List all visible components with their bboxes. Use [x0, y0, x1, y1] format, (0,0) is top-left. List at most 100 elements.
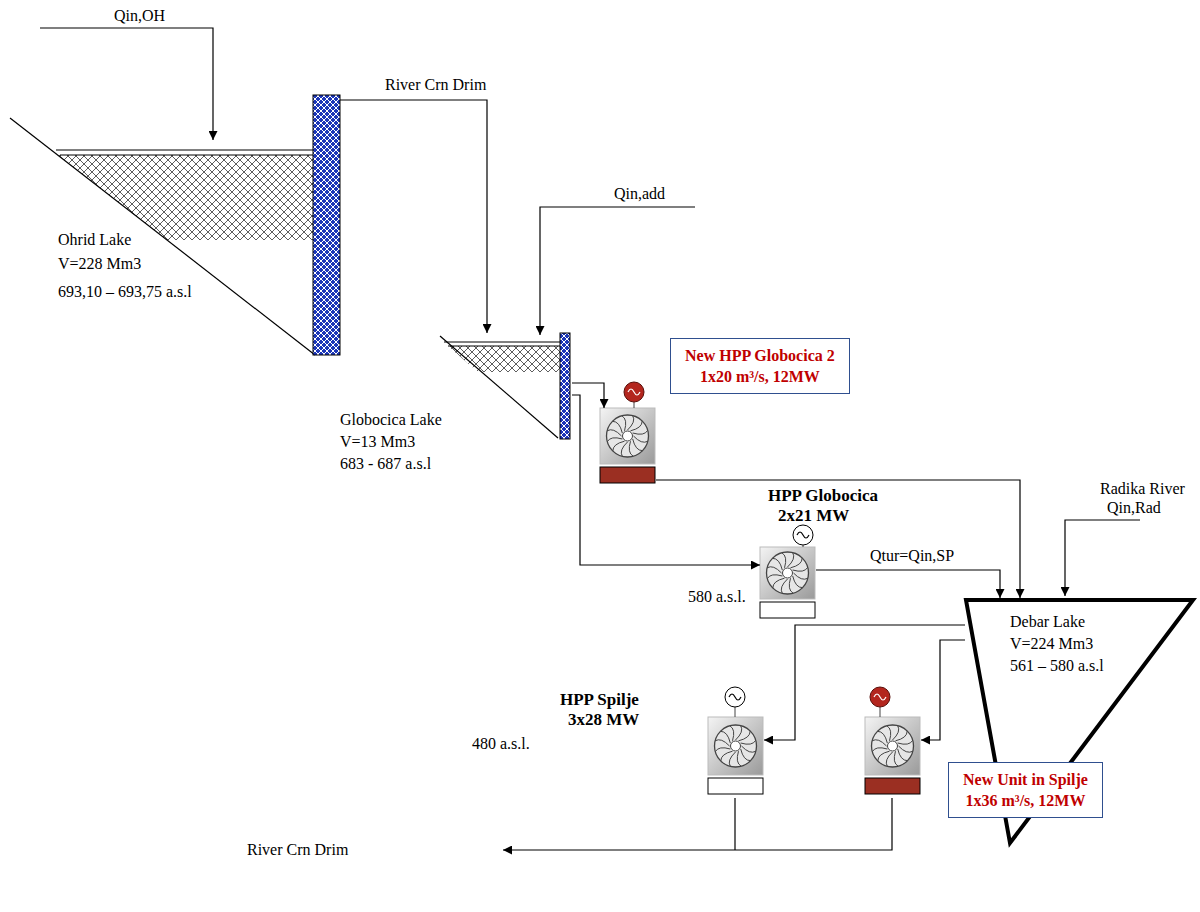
runner-blade	[741, 740, 756, 744]
turbine-base	[865, 778, 920, 794]
runner-blade	[730, 726, 734, 741]
outflow-line	[734, 798, 735, 850]
runner-blade	[894, 751, 898, 766]
reservoir-label: Globocica Lake	[340, 410, 442, 430]
generator-symbol	[870, 687, 890, 707]
runner-blade	[767, 575, 782, 579]
dam	[560, 333, 570, 439]
unit-label: New Unit in Spilje	[963, 769, 1088, 790]
flow-connector	[921, 640, 965, 740]
runner-blade	[772, 558, 782, 570]
flow-connector	[764, 625, 965, 740]
turbine-housing	[865, 717, 920, 775]
runner-blade	[715, 748, 730, 752]
runner-blade	[622, 416, 626, 431]
runner-blade	[633, 430, 648, 434]
turbine-symbol	[760, 525, 815, 618]
flow-label: Qin,add	[612, 185, 667, 203]
runner-hub	[731, 741, 741, 751]
runner-blade	[887, 726, 891, 741]
inflow-arrow	[540, 207, 695, 335]
unit-label: HPP Globocica	[768, 486, 878, 506]
runner-blade	[729, 752, 735, 766]
water-line	[448, 346, 560, 347]
runner-blade	[791, 558, 803, 568]
unit-label: 2x21 MW	[778, 506, 849, 526]
generator-wave	[729, 694, 741, 700]
reservoir-label: V=13 Mm3	[340, 432, 415, 452]
dam	[313, 95, 340, 355]
reservoir: Globocica LakeV=13 Mm3683 - 687 a.s.l	[335, 333, 572, 478]
runner-blade	[715, 740, 729, 746]
power-unit: HPP Globocica2x21 MW	[760, 547, 816, 619]
runner-blade	[736, 726, 742, 740]
runner-blade	[739, 731, 751, 741]
runner-blade	[793, 576, 803, 588]
turbine-base	[708, 778, 763, 794]
water-line	[444, 342, 560, 343]
runner-blade	[742, 746, 756, 752]
generator-shaft	[634, 402, 635, 408]
runner-blade	[607, 438, 622, 442]
flow-connector	[656, 480, 1020, 598]
runner-blade	[896, 731, 908, 741]
runner-blade	[872, 748, 887, 752]
water-hatch	[448, 346, 560, 372]
inflow-arrow	[1065, 520, 1140, 596]
runner-blade	[893, 726, 899, 740]
bank-slope	[10, 118, 315, 355]
power-unit: New Unit in Spilje1x36 m³/s, 12MW	[865, 717, 921, 798]
runner-hub	[888, 741, 898, 751]
flow-label: Radika River	[1098, 480, 1187, 498]
runner-blade	[628, 416, 634, 430]
runner-blade	[782, 553, 786, 568]
flow-label: Qin,OH	[112, 7, 167, 25]
unit-label: 3x28 MW	[568, 710, 639, 730]
unit-label: HPP Spilje	[560, 690, 639, 710]
flow-label: 480 a.s.l.	[470, 735, 532, 753]
turbine-housing	[600, 408, 655, 464]
unit-label: 1x36 m³/s, 12MW	[963, 790, 1088, 811]
runner-blade	[789, 578, 793, 593]
runner	[607, 415, 649, 457]
flow-label: Qin,Rad	[1105, 499, 1163, 517]
reservoir-label: Debar Lake	[1010, 612, 1085, 632]
runner-blade	[741, 749, 751, 761]
power-unit: HPP Spilje3x28 MW	[708, 717, 764, 798]
runner	[872, 725, 914, 767]
reservoir-label: 561 – 580 a.s.l	[1010, 656, 1104, 676]
callout-box: New HPP Globocica 21x20 m³/s, 12MW	[670, 338, 850, 394]
generator-wave	[628, 389, 640, 395]
callout-box: New Unit in Spilje1x36 m³/s, 12MW	[948, 762, 1103, 818]
runner-blade	[607, 430, 621, 436]
runner-blade	[898, 740, 913, 744]
runner-blade	[621, 442, 627, 456]
runner-hub	[783, 568, 793, 578]
runner-blade	[793, 567, 808, 571]
runner	[767, 552, 809, 594]
bank-slope	[440, 336, 558, 438]
runner-blade	[781, 579, 787, 593]
inflow-arrow	[40, 28, 213, 140]
runner-blade	[720, 731, 730, 743]
runner-blade	[878, 751, 890, 761]
reservoir-label: 693,10 – 693,75 a.s.l	[58, 282, 192, 302]
generator-shaft	[735, 707, 736, 717]
flow-connector	[340, 100, 487, 333]
generator-symbol	[624, 382, 644, 402]
flow-label: River Crn Drim	[245, 841, 350, 859]
generator-shaft	[880, 707, 881, 717]
flow-label: Qtur=Qin,SP	[868, 547, 956, 565]
runner-blade	[612, 421, 622, 433]
runner	[715, 725, 757, 767]
flow-label: 580 a.s.l.	[686, 588, 748, 606]
reservoir-label: V=228 Mm3	[58, 254, 141, 274]
runner-blade	[634, 436, 648, 442]
turbine-housing	[708, 717, 763, 775]
outflow-arrow	[503, 798, 892, 850]
power-unit: New HPP Globocica 21x20 m³/s, 12MW	[600, 408, 656, 494]
turbine-symbol	[600, 382, 655, 483]
runner-blade	[898, 749, 908, 761]
runner-blade	[794, 573, 808, 579]
